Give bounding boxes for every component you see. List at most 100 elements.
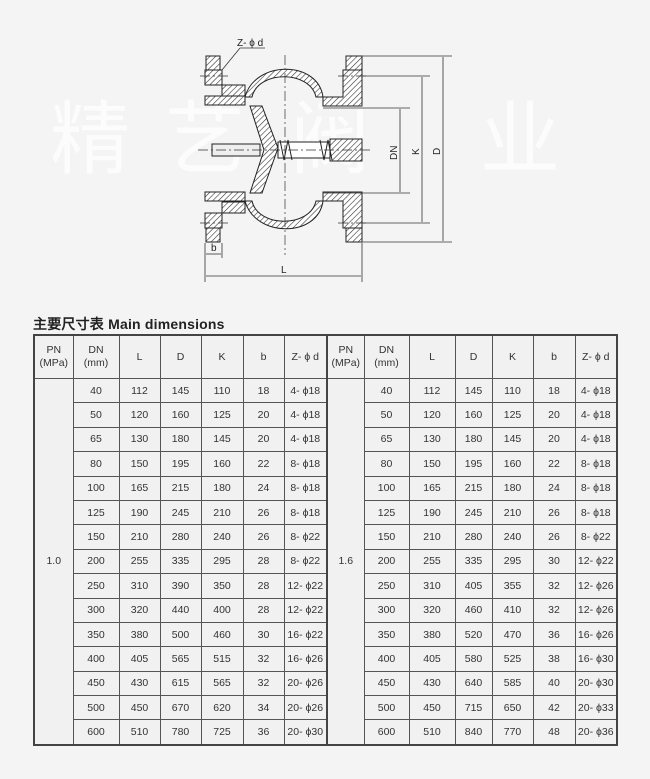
header-dn: DN(mm) — [72, 334, 120, 379]
cell-d: 245 — [159, 499, 202, 526]
cell-d: 840 — [454, 719, 493, 746]
header-k: K — [491, 334, 534, 379]
cell-d: 780 — [159, 719, 202, 746]
cell-dn: 100 — [72, 475, 120, 501]
header-k: K — [200, 334, 244, 379]
cell-l: 430 — [118, 670, 161, 697]
cell-z-phi-d: 8- ϕ18 — [574, 451, 618, 477]
cell-k: 470 — [491, 621, 534, 648]
cell-k: 295 — [491, 548, 534, 575]
cell-l: 150 — [408, 451, 456, 477]
cell-d: 280 — [159, 524, 202, 550]
header-d: D — [454, 334, 493, 379]
cell-b: 26 — [532, 499, 576, 526]
cell-k: 295 — [200, 548, 244, 575]
header-pn: PN(MPa) — [33, 334, 74, 379]
cell-dn: 50 — [72, 402, 120, 428]
cell-z-phi-d: 16- ϕ22 — [283, 621, 328, 648]
cell-b: 20 — [242, 426, 285, 453]
cell-z-phi-d: 8- ϕ18 — [283, 499, 328, 526]
header-b: b — [532, 334, 576, 379]
cell-dn: 150 — [72, 524, 120, 550]
check-valve-drawing: Z- ϕ d DN K D b L — [198, 38, 452, 282]
cell-l: 210 — [408, 524, 456, 550]
cell-l: 165 — [408, 475, 456, 501]
cell-l: 112 — [118, 377, 161, 404]
cell-dn: 50 — [363, 402, 410, 428]
k-label: K — [411, 148, 422, 155]
cell-d: 580 — [454, 646, 493, 672]
cell-dn: 400 — [72, 646, 120, 672]
cell-dn: 350 — [72, 621, 120, 648]
cell-b: 40 — [532, 670, 576, 697]
cell-d: 520 — [454, 621, 493, 648]
cell-b: 20 — [532, 426, 576, 453]
cell-b: 24 — [242, 475, 285, 501]
cell-z-phi-d: 20- ϕ36 — [574, 719, 618, 746]
cell-k: 350 — [200, 573, 244, 599]
cell-l: 255 — [118, 548, 161, 575]
cell-l: 320 — [118, 597, 161, 623]
cell-d: 335 — [454, 548, 493, 575]
pn-value: 1.6 — [326, 377, 365, 745]
cell-b: 22 — [532, 451, 576, 477]
cell-d: 440 — [159, 597, 202, 623]
d-label: D — [432, 148, 443, 155]
cell-z-phi-d: 4- ϕ18 — [283, 426, 328, 453]
cell-k: 110 — [200, 377, 244, 404]
cell-l: 450 — [118, 695, 161, 721]
cell-l: 120 — [118, 402, 161, 428]
cell-l: 120 — [408, 402, 456, 428]
cell-dn: 400 — [363, 646, 410, 672]
cell-b: 28 — [242, 573, 285, 599]
cell-z-phi-d: 4- ϕ18 — [574, 402, 618, 428]
cell-b: 24 — [532, 475, 576, 501]
cell-b: 28 — [242, 597, 285, 623]
cell-l: 430 — [408, 670, 456, 697]
header-pn-line: (MPa) — [331, 357, 361, 369]
cell-d: 565 — [159, 646, 202, 672]
cell-b: 42 — [532, 695, 576, 721]
cell-dn: 300 — [72, 597, 120, 623]
cell-z-phi-d: 4- ϕ18 — [283, 377, 328, 404]
header-l: L — [118, 334, 161, 379]
cell-dn: 100 — [363, 475, 410, 501]
cell-k: 525 — [491, 646, 534, 672]
cell-b: 30 — [532, 548, 576, 575]
cell-k: 125 — [491, 402, 534, 428]
z-phi-d-label: Z- ϕ d — [237, 38, 263, 49]
cell-k: 180 — [491, 475, 534, 501]
header-b: b — [242, 334, 285, 379]
cell-b: 22 — [242, 451, 285, 477]
cell-z-phi-d: 16- ϕ30 — [574, 646, 618, 672]
cell-d: 500 — [159, 621, 202, 648]
cell-l: 380 — [118, 621, 161, 648]
cell-k: 585 — [491, 670, 534, 697]
cell-d: 145 — [159, 377, 202, 404]
cell-dn: 200 — [72, 548, 120, 575]
cell-k: 650 — [491, 695, 534, 721]
cell-l: 320 — [408, 597, 456, 623]
cell-d: 245 — [454, 499, 493, 526]
cell-b: 34 — [242, 695, 285, 721]
cell-dn: 125 — [72, 499, 120, 526]
cell-k: 400 — [200, 597, 244, 623]
cell-dn: 450 — [72, 670, 120, 697]
pn-value: 1.0 — [33, 377, 74, 745]
cell-k: 240 — [491, 524, 534, 550]
cell-z-phi-d: 8- ϕ22 — [574, 524, 618, 550]
cell-k: 160 — [200, 451, 244, 477]
cell-k: 125 — [200, 402, 244, 428]
cell-l: 255 — [408, 548, 456, 575]
cell-l: 165 — [118, 475, 161, 501]
cell-k: 160 — [491, 451, 534, 477]
table-title: 主要尺寸表 Main dimensions — [33, 316, 225, 332]
cell-l: 450 — [408, 695, 456, 721]
cell-d: 670 — [159, 695, 202, 721]
